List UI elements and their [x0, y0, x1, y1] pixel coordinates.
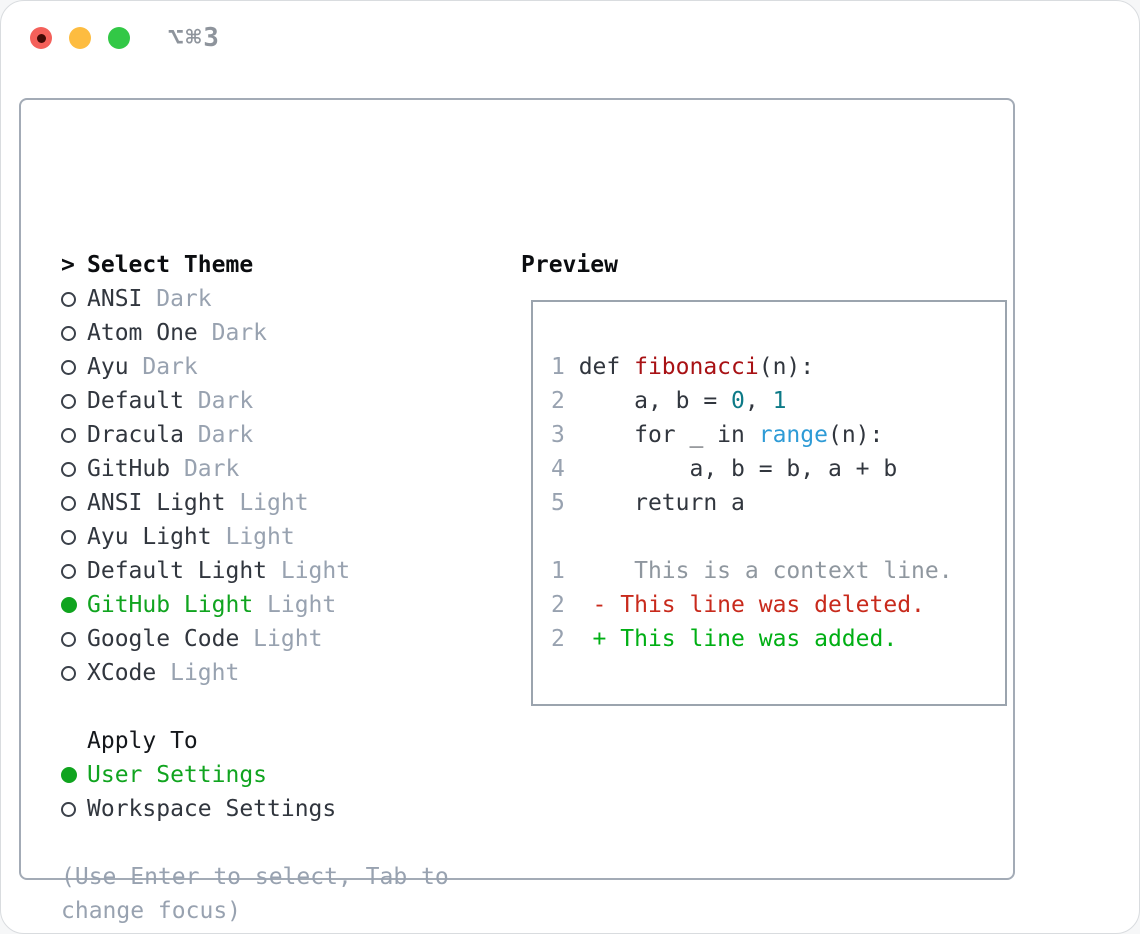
preview-header: Preview	[521, 252, 618, 278]
radio-icon	[61, 359, 76, 375]
theme-variant: Light	[239, 626, 323, 652]
theme-name: Google Code	[87, 626, 240, 652]
line-number: 2	[551, 626, 565, 652]
code-line: 1 def fibonacci(n):	[551, 350, 1005, 384]
theme-variant: Dark	[183, 388, 254, 414]
theme-name: Ayu	[87, 354, 129, 380]
theme-option-default-light[interactable]: Default Light Light	[61, 554, 449, 588]
theme-option-dracula[interactable]: Dracula Dark	[61, 418, 449, 452]
line-number: 1	[551, 354, 565, 380]
radio-icon	[61, 665, 76, 681]
theme-option-ansi[interactable]: ANSI Dark	[61, 282, 449, 316]
hint-line-2: change focus)	[61, 898, 242, 924]
code-line: 2 - This line was deleted.	[551, 588, 1005, 622]
code-line: 2 a, b = 0, 1	[551, 384, 1005, 418]
line-number: 4	[551, 456, 565, 482]
line-number: 5	[551, 490, 565, 516]
minimize-button[interactable]	[69, 27, 91, 49]
theme-option-default[interactable]: Default Dark	[61, 384, 449, 418]
radio-icon	[61, 529, 76, 545]
radio-icon	[61, 461, 76, 477]
theme-variant: Light	[211, 524, 295, 550]
theme-variant: Light	[253, 592, 337, 618]
radio-icon	[61, 427, 76, 443]
radio-icon	[61, 393, 76, 409]
radio-selected-icon	[61, 597, 77, 613]
select-theme-header-row: > Select Theme	[61, 248, 449, 282]
theme-option-github-light[interactable]: GitHub Light Light	[61, 588, 449, 622]
theme-name: Default	[87, 388, 184, 414]
theme-option-ayu-light[interactable]: Ayu Light Light	[61, 520, 449, 554]
code-line	[551, 520, 1005, 554]
theme-name: ANSI	[87, 286, 143, 312]
apply-option-user-settings[interactable]: User Settings	[61, 758, 449, 792]
apply-option-label: User Settings	[87, 762, 268, 788]
theme-name: GitHub	[87, 456, 171, 482]
theme-option-ansi-light[interactable]: ANSI Light Light	[61, 486, 449, 520]
theme-variant: Dark	[183, 422, 254, 448]
line-number: 1	[551, 558, 565, 584]
theme-option-google-code[interactable]: Google Code Light	[61, 622, 449, 656]
theme-name: Atom One	[87, 320, 198, 346]
zoom-button[interactable]	[108, 27, 130, 49]
radio-icon	[61, 325, 76, 341]
theme-option-github[interactable]: GitHub Dark	[61, 452, 449, 486]
theme-name: GitHub Light	[87, 592, 254, 618]
theme-variant: Light	[267, 558, 351, 584]
code-line: 4 a, b = b, a + b	[551, 452, 1005, 486]
radio-icon	[61, 631, 76, 647]
code-line: 3 for _ in range(n):	[551, 418, 1005, 452]
theme-name: XCode	[87, 660, 157, 686]
apply-option-label: Workspace Settings	[87, 796, 337, 822]
theme-variant: Light	[156, 660, 240, 686]
theme-variant: Dark	[170, 456, 240, 482]
prompt-icon: >	[61, 252, 75, 278]
hint-line-1: (Use Enter to select, Tab to	[61, 864, 449, 890]
close-dot-icon	[36, 33, 46, 43]
radio-icon	[61, 495, 76, 511]
spacer	[61, 826, 449, 860]
line-number: 3	[551, 422, 565, 448]
apply-to-header-row: Apply To	[61, 724, 449, 758]
code-line: 5 return a	[551, 486, 1005, 520]
apply-option-workspace-settings[interactable]: Workspace Settings	[61, 792, 449, 826]
theme-name: ANSI Light	[87, 490, 226, 516]
window-title: ⌥⌘3	[168, 23, 221, 53]
line-number: 2	[551, 592, 565, 618]
radio-icon	[61, 801, 76, 817]
spacer	[61, 690, 449, 724]
theme-option-xcode[interactable]: XCode Light	[61, 656, 449, 690]
theme-name: Ayu Light	[87, 524, 212, 550]
select-theme-header: Select Theme	[87, 252, 254, 278]
close-button[interactable]	[30, 27, 52, 49]
radio-selected-icon	[61, 767, 77, 783]
apply-to-header: Apply To	[87, 728, 198, 754]
theme-name: Default Light	[87, 558, 268, 584]
theme-variant: Dark	[142, 286, 212, 312]
radio-icon	[61, 563, 76, 579]
radio-icon	[61, 291, 76, 307]
code-line: 1 This is a context line.	[551, 554, 1005, 588]
theme-variant: Dark	[197, 320, 268, 346]
theme-name: Dracula	[87, 422, 184, 448]
line-number: 2	[551, 388, 565, 414]
theme-variant: Dark	[128, 354, 198, 380]
code-line: 2 + This line was added.	[551, 622, 1005, 656]
theme-option-atom-one[interactable]: Atom One Dark	[61, 316, 449, 350]
theme-variant: Light	[225, 490, 309, 516]
theme-option-ayu[interactable]: Ayu Dark	[61, 350, 449, 384]
